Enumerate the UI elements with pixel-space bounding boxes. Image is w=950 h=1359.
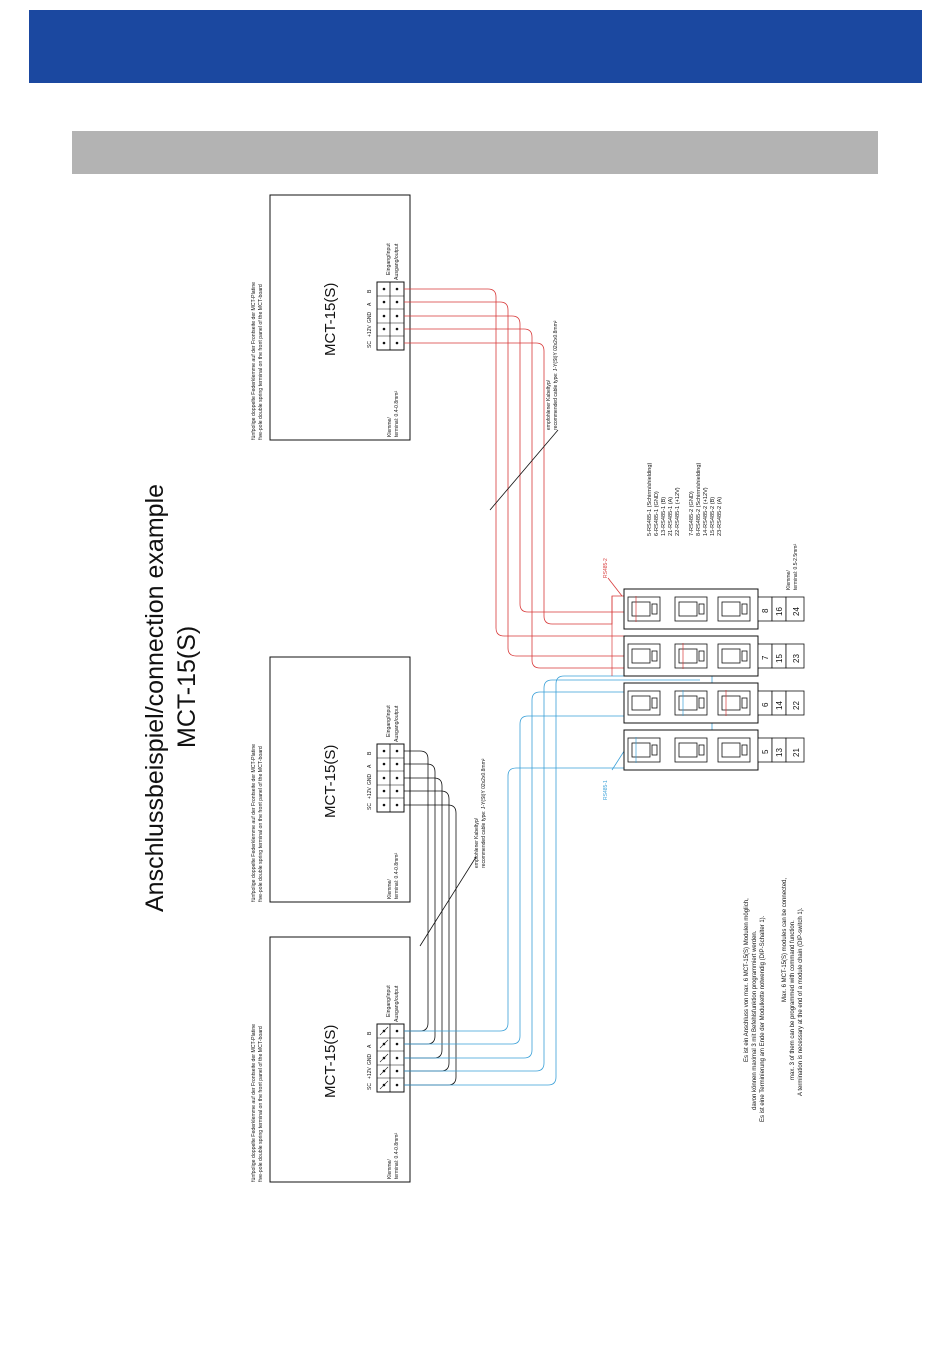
module-name: MCT-15(S) [322, 745, 339, 818]
diagram-subtitle: MCT-15(S) [173, 626, 201, 748]
header-bar [29, 10, 922, 83]
pin-label-sc: SC [367, 1083, 373, 1090]
terminal-rack: 8 16 24 7 15 23 6 14 22 5 13 21 Klemme/ … [611, 544, 805, 771]
terminal-number: 8 [761, 608, 770, 613]
terminal-de: Klemme/ [387, 1159, 393, 1179]
module-name: MCT-15(S) [322, 283, 339, 356]
rack-legend: 5-RS485-1 (Schirm/shielding) 6-RS485-1 (… [647, 462, 723, 536]
pin-label-12v: +12V [367, 787, 373, 799]
diagram-title: Anschlussbeispiel/connection example [141, 484, 169, 912]
pin-label-b: B [367, 1031, 373, 1035]
io-de: Eingang/input [386, 705, 392, 737]
spring-note-de: fünfpolige doppelte Federklemme auf der … [251, 282, 257, 440]
section-band [72, 131, 878, 174]
terminal-number: 6 [761, 702, 770, 707]
terminal-number: 16 [775, 607, 784, 616]
cable-note-de: empfohlener Kabeltyp/ [474, 817, 480, 868]
terminal-number: 15 [775, 654, 784, 663]
spring-note-en: five-pole double spring terminal on the … [258, 746, 264, 902]
io-en: Ausgang/output [394, 705, 400, 742]
terminal-en: terminal: 0.4-0.8mm² [394, 391, 400, 437]
note-de-line: Es ist ein Anschluss von max. 6 MCT-15(S… [744, 898, 750, 1062]
pin-label-gnd: GND [367, 774, 373, 786]
note-de-line: davon können maximal 3 mit Befehlsfunkti… [752, 930, 758, 1110]
terminal-en: terminal: 0.4-0.8mm² [394, 853, 400, 899]
pin-label-a: A [367, 764, 373, 768]
pin-label-12v: +12V [367, 1067, 373, 1079]
terminal-number: 7 [761, 655, 770, 660]
pin-label-sc: SC [367, 341, 373, 348]
legend-line: 14-RS485-2 (+12V) [703, 487, 709, 536]
terminal-de: Klemme/ [387, 879, 393, 899]
terminal-number: 14 [775, 701, 784, 710]
legend-line: 21-RS485-1 (A) [668, 497, 674, 536]
pin-label-b: B [367, 751, 373, 755]
spring-note-en: five-pole double spring terminal on the … [258, 284, 264, 440]
rack-terminal-en: terminal: 0.5-2.5mm² [793, 544, 799, 590]
terminal-en: terminal: 0.4-0.8mm² [394, 1133, 400, 1179]
io-en: Ausgang/output [394, 985, 400, 1022]
terminal-number: 22 [792, 701, 801, 710]
cable-note-en: recommended cable type: J-Y(St)Y 02x2x0.… [553, 320, 559, 430]
io-en: Ausgang/output [394, 243, 400, 280]
note-en-line: A termination is necessary at the end of… [798, 907, 804, 1096]
legend-line: 15-RS485-2 (B) [710, 497, 716, 536]
bus-label-rs485-2: RS485-2 [603, 558, 609, 578]
legend-line: 8-RS485-2 (Schirm/shielding) [696, 462, 702, 536]
bus-label-rs485-1: RS485-1 [603, 780, 609, 800]
legend-line: 22-RS485-1 (+12V) [675, 487, 681, 536]
legend-line: 7-RS485-2 (GND) [689, 491, 695, 536]
module-bottom: fünfpolige doppelte Federklemme auf der … [251, 936, 411, 1183]
red-wires [404, 288, 724, 669]
legend-line: 6-RS485-1 (GND) [654, 491, 660, 536]
terminal-number: 23 [792, 654, 801, 663]
pin-label-gnd: GND [367, 312, 373, 324]
terminal-number: 21 [792, 748, 801, 757]
terminal-number: 5 [761, 749, 770, 754]
terminal-number: 13 [775, 748, 784, 757]
pin-label-gnd: GND [367, 1054, 373, 1066]
terminal-de: Klemme/ [387, 417, 393, 437]
note-de-line: Es ist eine Terminierung am Ende der Mod… [760, 915, 766, 1122]
io-de: Eingang/input [386, 243, 392, 275]
module-middle: fünfpolige doppelte Federklemme auf der … [251, 656, 411, 903]
module-name: MCT-15(S) [322, 1025, 339, 1098]
note-en-line: max. 3 of them can be programmed with co… [790, 920, 796, 1080]
pin-label-a: A [367, 1044, 373, 1048]
notes: Es ist ein Anschluss von max. 6 MCT-15(S… [744, 878, 804, 1122]
blue-wires [404, 675, 724, 1086]
pin-label-b: B [367, 289, 373, 293]
cable-note-de: empfohlener Kabeltyp/ [546, 379, 552, 430]
spring-note-de: fünfpolige doppelte Federklemme auf der … [251, 1024, 257, 1182]
pin-label-sc: SC [367, 803, 373, 810]
legend-line: 13-RS485-1 (B) [661, 497, 667, 536]
note-en-line: Max. 6 MCT-15(S) modules can be connecte… [782, 878, 788, 1002]
black-wires [404, 750, 477, 1086]
pin-label-12v: +12V [367, 325, 373, 337]
pin-label-a: A [367, 302, 373, 306]
rack-terminal-de: Klemme/ [786, 570, 792, 590]
module-top: fünfpolige doppelte Federklemme auf der … [251, 194, 411, 441]
terminal-number: 24 [792, 607, 801, 616]
cable-note-en: recommended cable type: J-Y(St)Y 02x2x0.… [481, 758, 487, 868]
legend-line: 23-RS485-2 (A) [717, 497, 723, 536]
spring-note-en: five-pole double spring terminal on the … [258, 1026, 264, 1182]
legend-line: 5-RS485-1 (Schirm/shielding) [647, 462, 653, 536]
io-de: Eingang/input [386, 985, 392, 1017]
spring-note-de: fünfpolige doppelte Federklemme auf der … [251, 744, 257, 902]
